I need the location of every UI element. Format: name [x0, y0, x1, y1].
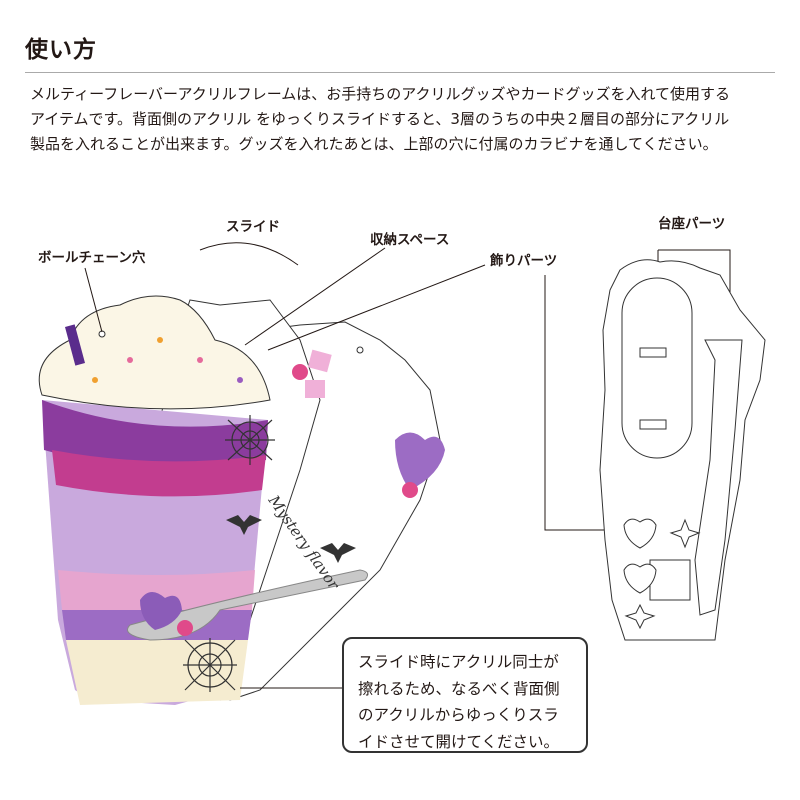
bat-icon [226, 515, 262, 535]
label-ball-chain-hole: ボールチェーン穴 [38, 250, 146, 266]
leader-line [244, 247, 386, 346]
callout-line: イドさせて開けてください。 [358, 732, 560, 751]
description: メルティーフレーバーアクリルフレームは、お手持ちのアクリルグッズやカードグッズを… [30, 82, 780, 157]
slide-arrow [199, 242, 299, 266]
bat-icon [320, 543, 356, 563]
leader-line [84, 267, 103, 333]
label-slide: スライド [226, 219, 280, 235]
description-line: メルティーフレーバーアクリルフレームは、お手持ちのアクリルグッズやカードグッズを… [30, 85, 731, 103]
leader-line [267, 264, 486, 351]
label-decoration-parts: 飾りパーツ [490, 253, 558, 269]
label-base-parts: 台座パーツ [658, 216, 726, 232]
frappe-cup-illustration [38, 295, 271, 705]
callout-line: のアクリルからゆっくりスラ [358, 706, 559, 724]
description-line: 製品を入れることが出来ます。グッズを入れたあとは、上部の穴に付属のカラビナを通し… [30, 135, 718, 153]
decoration-parts [127, 346, 445, 641]
page-title: 使い方 [25, 37, 97, 63]
caution-callout: スライド時にアクリル同士が 擦れるため、なるべく背面側 のアクリルからゆっくりス… [342, 637, 588, 753]
label-storage-space: 収納スペース [370, 232, 450, 248]
base-parts-diagram [599, 259, 766, 641]
callout-line: スライド時にアクリル同士が [358, 653, 559, 671]
spiderweb-icon [183, 415, 275, 692]
description-line: アイテムです。背面側のアクリル をゆっくりスライドすると、3層のうちの中央２層目… [30, 110, 730, 128]
divider [25, 72, 775, 73]
leader-line [544, 275, 620, 531]
callout-line: 擦れるため、なるべく背面側 [358, 679, 560, 698]
